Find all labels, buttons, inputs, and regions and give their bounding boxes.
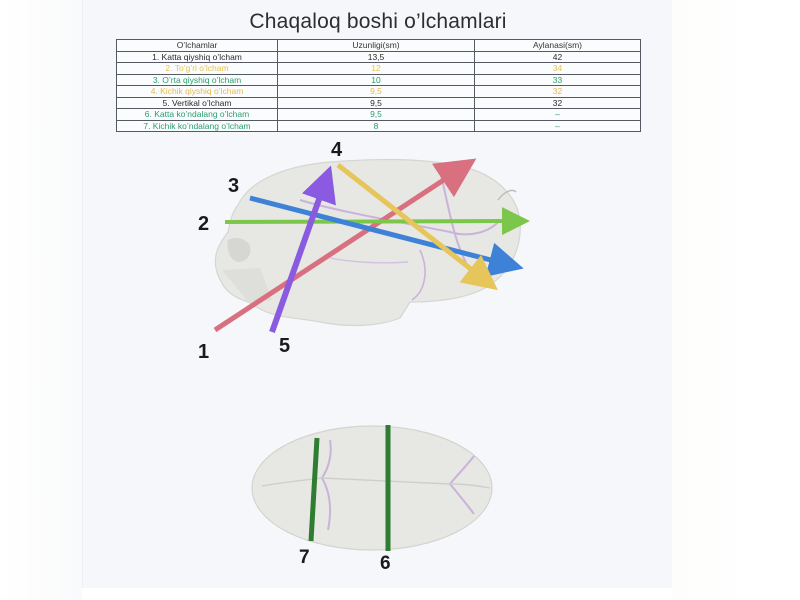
header-length: Uzunligi(sm): [277, 39, 475, 52]
right-margin: [672, 0, 800, 600]
circumference-cell: 42: [474, 50, 641, 63]
table-header-row: O’lchamlar Uzunligi(sm) Aylanasi(sm): [116, 39, 641, 52]
label-5: 5: [279, 335, 290, 357]
line-7-small-transverse: [308, 437, 320, 542]
label-1: 1: [198, 341, 209, 363]
label-7: 7: [299, 547, 310, 568]
length-cell: 8: [277, 119, 475, 132]
line-2-direct: [224, 207, 530, 236]
label-6: 6: [380, 553, 391, 574]
header-circumference: Aylanasi(sm): [474, 39, 641, 52]
left-margin: [0, 0, 82, 600]
line-1-large-oblique: [213, 158, 477, 333]
header-measurement: O’lchamlar: [116, 39, 278, 52]
measurements-table: O’lchamlar Uzunligi(sm) Aylanasi(sm) 1. …: [116, 39, 641, 132]
circumference-cell: –: [474, 119, 641, 132]
label-2: 2: [198, 213, 209, 235]
label-4: 4: [331, 139, 343, 161]
line-4-small-oblique: [336, 163, 498, 291]
line-5-vertical: [269, 165, 336, 334]
page-title: Chaqaloq boshi o’lchamlari: [249, 10, 507, 33]
skull-top-view: [251, 425, 493, 551]
label-3: 3: [228, 175, 239, 197]
line-3-middle-oblique: [249, 195, 524, 277]
